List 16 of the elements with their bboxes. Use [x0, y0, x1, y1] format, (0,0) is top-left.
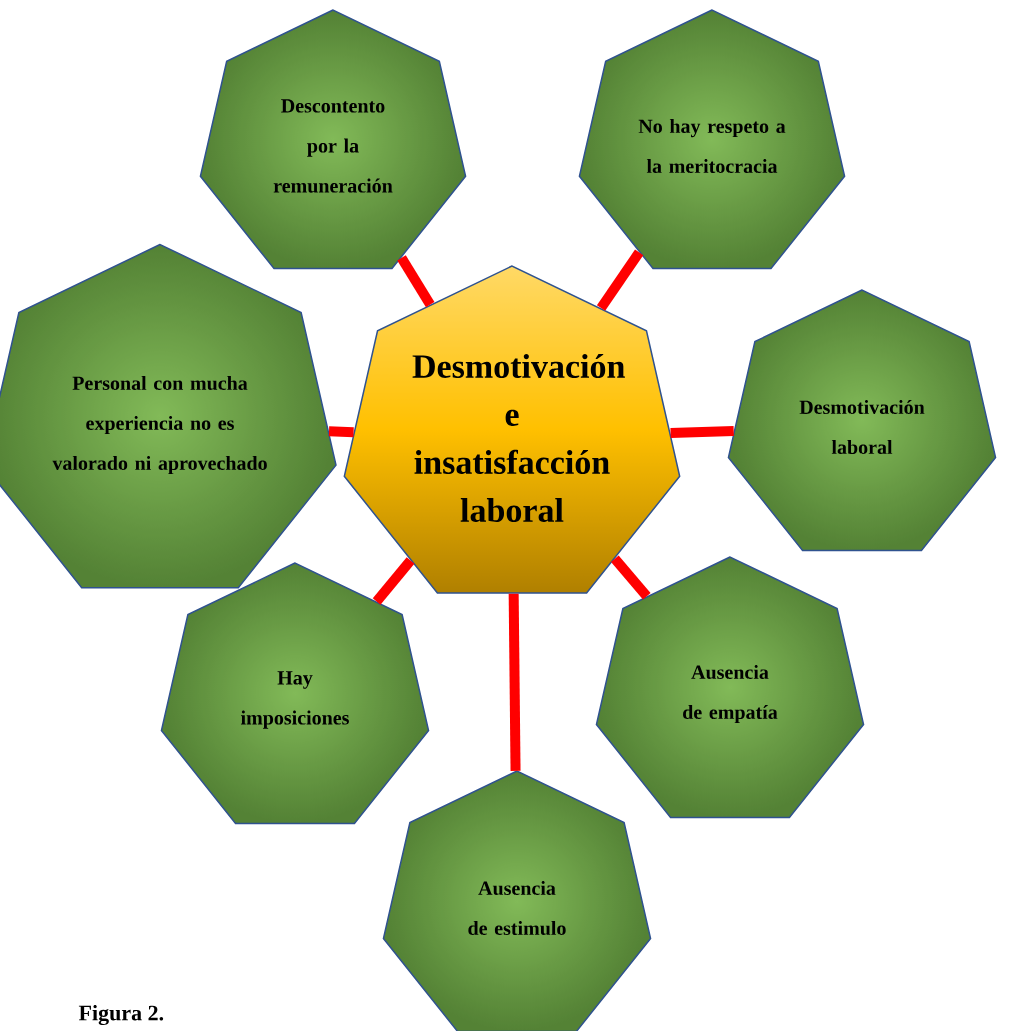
heptagon-box: No hay respeto a la meritocracia [578, 9, 846, 270]
connector-line [328, 426, 354, 438]
connector-line [372, 557, 415, 605]
heptagon-box: Desmotivación laboral [727, 289, 997, 552]
connector-line [670, 426, 734, 438]
central-heptagon: Desmotivación e insatisfacción laboral [343, 265, 681, 594]
connector-line [397, 255, 435, 308]
heptagon-box: Descontento por la remuneración [199, 9, 467, 270]
connector-line [508, 593, 521, 771]
heptagon-box: Personal con mucha experiencia no es valorado ni aprovechado [0, 243, 337, 589]
connector-line [611, 555, 651, 600]
figure-caption: Figura 2. [78, 1004, 164, 1026]
connector-line [596, 249, 644, 311]
heptagon-box: Ausencia de empatía [595, 556, 865, 819]
heptagon-box: Ausencia de estimulo [382, 770, 652, 1031]
heptagon-box: Hay imposiciones [160, 562, 430, 825]
